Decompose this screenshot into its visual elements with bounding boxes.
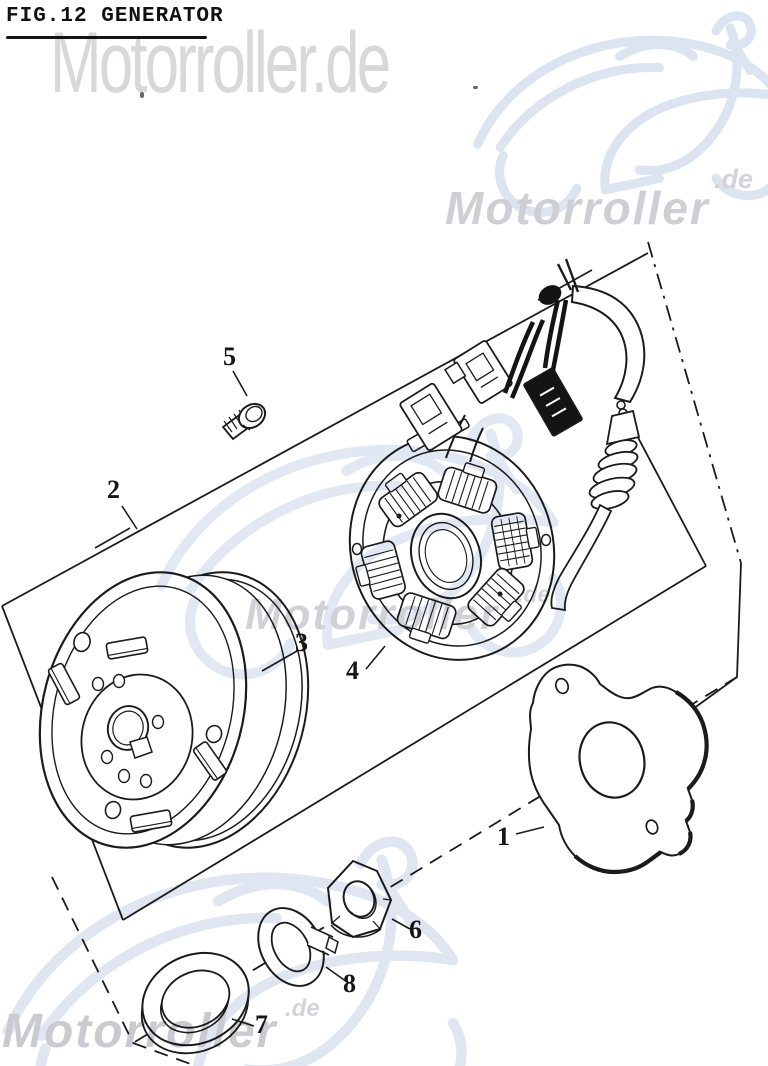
part-label-5: 5 <box>223 342 236 371</box>
wiring-connectors <box>399 285 583 463</box>
part-label-6: 6 <box>409 915 422 944</box>
part-label-4: 4 <box>346 656 359 685</box>
scan-speck <box>473 86 478 89</box>
figure-title: FIG.12 GENERATOR <box>6 5 224 28</box>
scan-speck <box>140 92 144 98</box>
title-underline <box>6 36 207 39</box>
part-label-8: 8 <box>343 969 356 998</box>
flywheel-rotor-part-3 <box>38 571 310 849</box>
hex-nut-part-6 <box>326 859 393 939</box>
part-label-2: 2 <box>107 475 120 504</box>
part-label-3: 3 <box>295 628 308 657</box>
spring-washer-part-8 <box>257 907 339 987</box>
cover-plate-part-1 <box>527 663 709 875</box>
stator-assembly-part-4 <box>348 418 556 661</box>
generator-cable <box>550 258 646 612</box>
part-label-7: 7 <box>255 1010 268 1039</box>
part-label-1: 1 <box>497 822 510 851</box>
bolt-part-5 <box>221 402 267 441</box>
